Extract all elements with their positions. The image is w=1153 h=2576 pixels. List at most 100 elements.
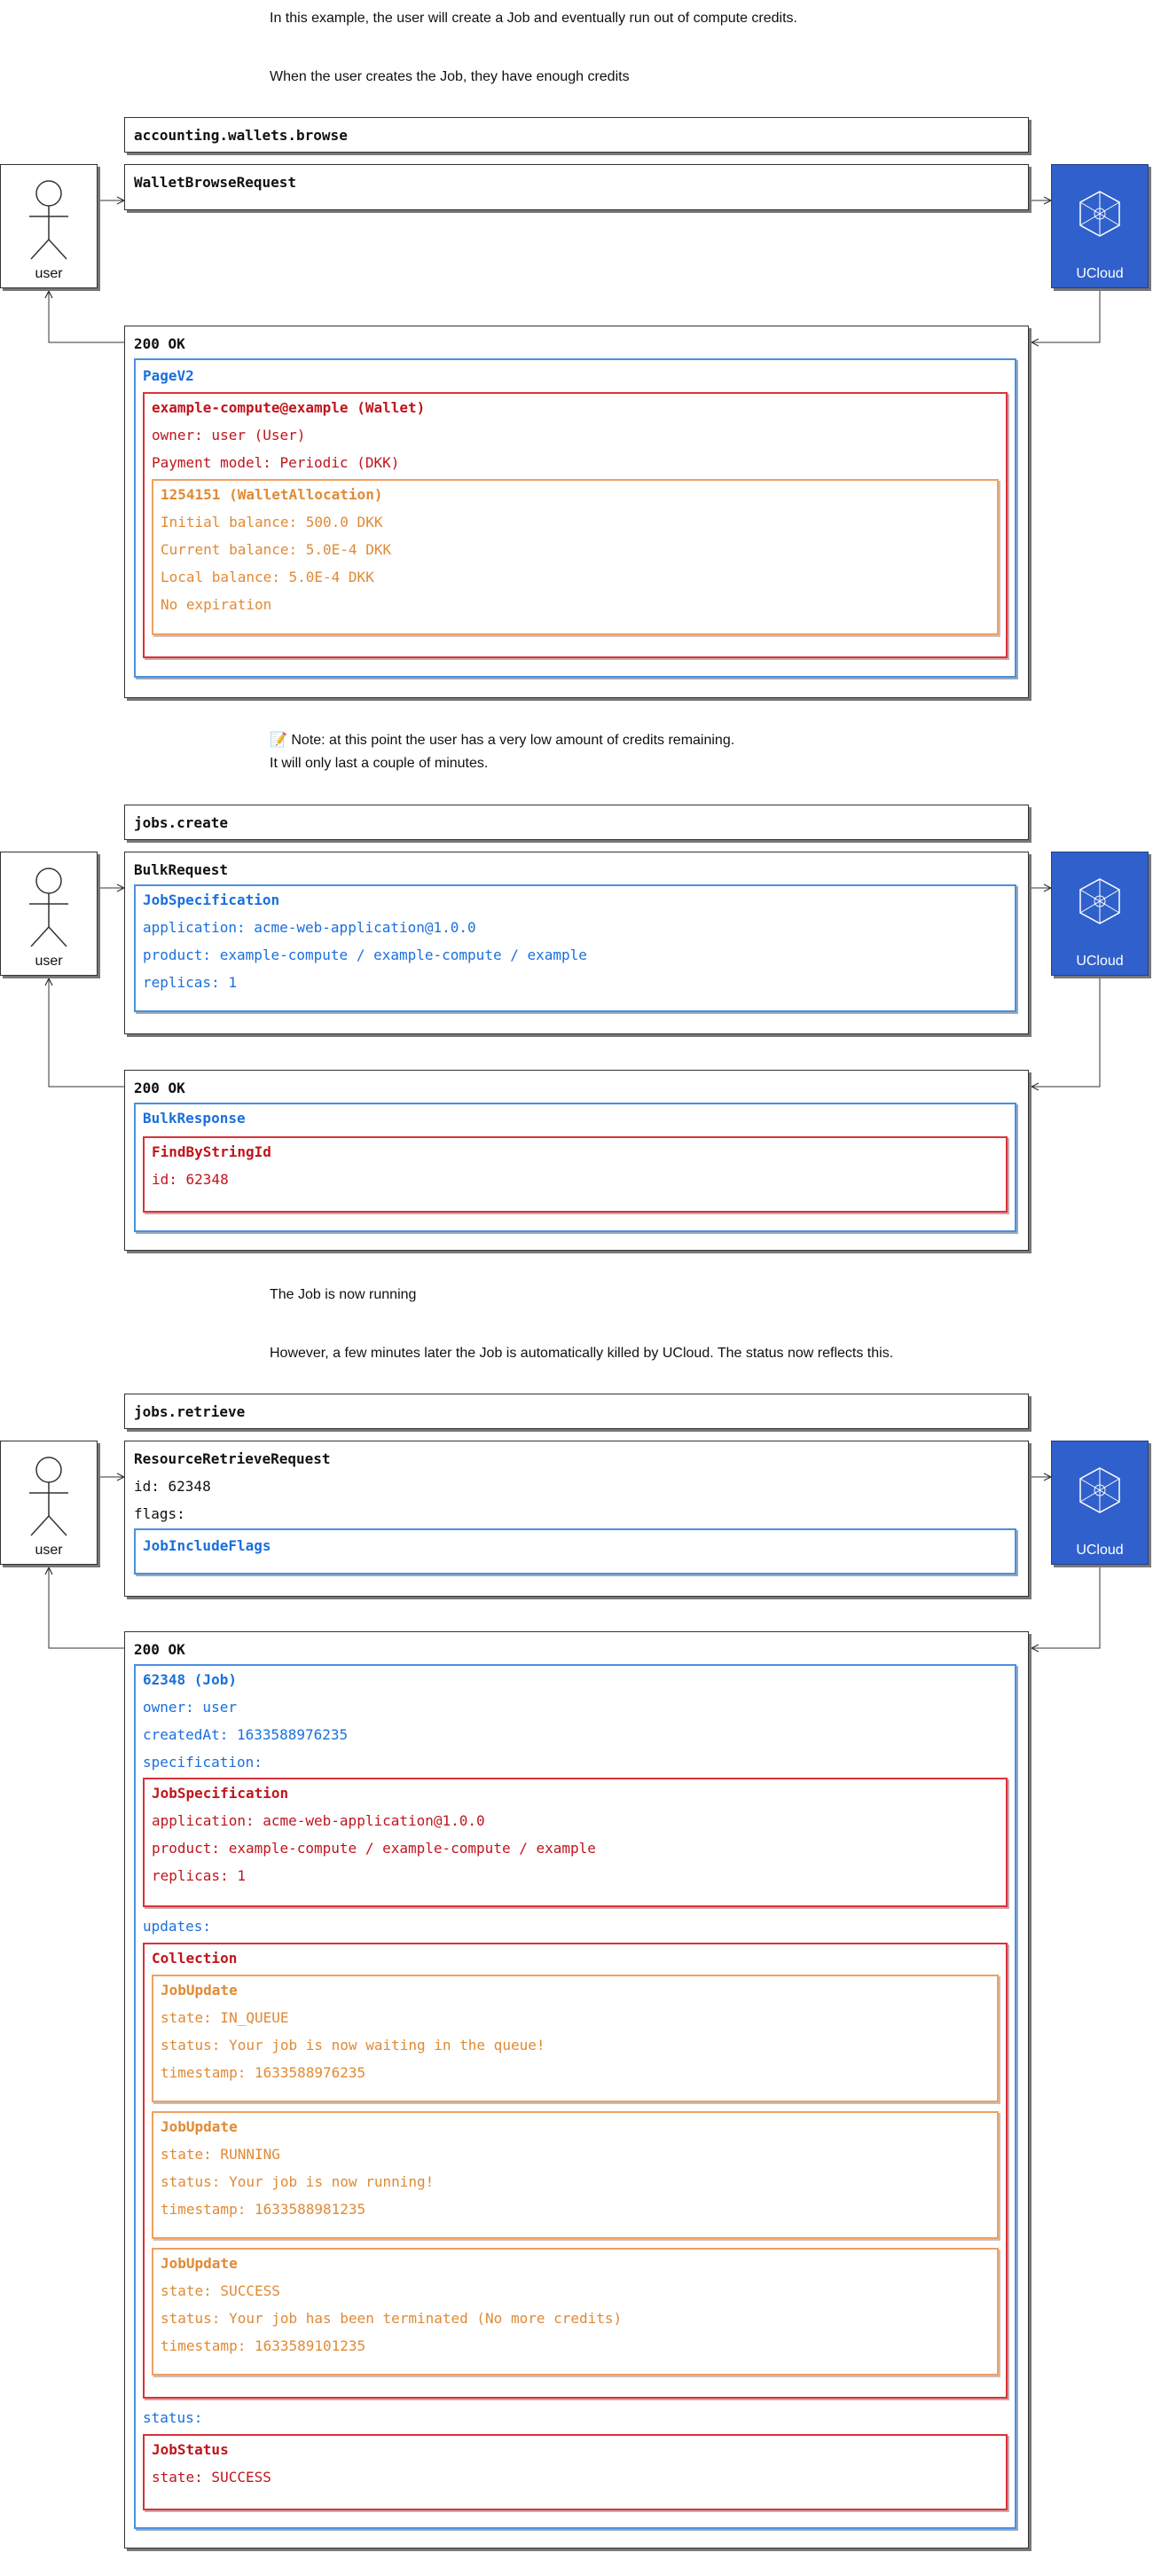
job-updates-label: updates:: [143, 1918, 212, 1935]
status-state: state: SUCCESS: [152, 2469, 271, 2486]
response-arrow-user: [49, 291, 124, 343]
type-title: BulkResponse: [143, 1110, 246, 1127]
actor-label: UCloud: [1076, 266, 1124, 281]
wallet-owner: owner: user (User): [152, 427, 306, 444]
request-box: ResourceRetrieveRequest id: 62348 flags:…: [124, 1441, 1029, 1597]
actor-label: UCloud: [1076, 1543, 1124, 1558]
intro-subtext: When the user creates the Job, they have…: [270, 69, 630, 84]
response-arrow-user: [49, 978, 124, 1088]
request-id: id: 62348: [134, 1478, 211, 1495]
job-update-box: JobUpdate state: SUCCESS status: Your jo…: [152, 2248, 999, 2376]
job-title: 62348 (Job): [143, 1671, 237, 1688]
response-arrow-server: [1031, 977, 1101, 1087]
spec-application: application: acme-web-application@1.0.0: [143, 919, 476, 936]
request-type: BulkRequest: [134, 861, 228, 878]
request-flags-label: flags:: [134, 1505, 185, 1522]
spec-replicas: replicas: 1: [152, 1867, 246, 1884]
actor-label: UCloud: [1076, 954, 1124, 969]
allocation-box: 1254151 (WalletAllocation) Initial balan…: [152, 479, 999, 635]
wallet-title: example-compute@example (Wallet): [152, 399, 426, 416]
note-text: 📝 Note: at this point the user has a ver…: [270, 733, 735, 748]
response-arrow-server: [1031, 288, 1101, 342]
update-state: state: RUNNING: [161, 2146, 280, 2163]
spec-replicas: replicas: 1: [143, 974, 237, 991]
ucloud-actor: UCloud: [1051, 1441, 1149, 1565]
request-box: WalletBrowseRequest: [124, 164, 1029, 210]
call-name: jobs.create: [134, 814, 228, 831]
note-text: However, a few minutes later the Job is …: [270, 1346, 894, 1361]
request-type: ResourceRetrieveRequest: [134, 1450, 331, 1467]
update-title: JobUpdate: [161, 2255, 238, 2272]
spec-application: application: acme-web-application@1.0.0: [152, 1812, 485, 1829]
include-flags-box: JobIncludeFlags: [134, 1528, 1016, 1575]
response-box: 200 OK PageV2 example-compute@example (W…: [124, 326, 1029, 698]
ucloud-logo-icon: [1079, 191, 1120, 237]
response-box: 200 OK BulkResponse FindByStringId id: 6…: [124, 1070, 1029, 1251]
actor-label: user: [35, 1543, 63, 1558]
update-state: state: SUCCESS: [161, 2282, 280, 2299]
spec-product: product: example-compute / example-compu…: [143, 946, 587, 963]
spec-title: JobSpecification: [143, 891, 280, 908]
call-name-box: jobs.create: [124, 805, 1029, 840]
ucloud-logo-icon: [1079, 878, 1120, 924]
find-by-id-box: FindByStringId id: 62348: [143, 1136, 1008, 1213]
job-spec-box: JobSpecification application: acme-web-a…: [134, 884, 1016, 1012]
call-name-box: accounting.wallets.browse: [124, 117, 1029, 153]
response-status: 200 OK: [134, 335, 185, 352]
update-title: JobUpdate: [161, 2118, 238, 2135]
job-status-box: JobStatus state: SUCCESS: [143, 2434, 1008, 2510]
allocation-title: 1254151 (WalletAllocation): [161, 486, 383, 503]
stick-figure-icon: [29, 1457, 68, 1536]
user-actor: user: [0, 852, 98, 976]
job-box: 62348 (Job) owner: user createdAt: 16335…: [134, 1664, 1016, 2529]
allocation-expiration: No expiration: [161, 596, 272, 613]
request-type: WalletBrowseRequest: [134, 174, 297, 191]
job-owner: owner: user: [143, 1699, 237, 1716]
collection-title: Collection: [152, 1950, 238, 1967]
bulk-response-box: BulkResponse FindByStringId id: 62348: [134, 1103, 1016, 1232]
allocation-local-balance: Local balance: 5.0E-4 DKK: [161, 569, 374, 585]
allocation-initial-balance: Initial balance: 500.0 DKK: [161, 514, 383, 530]
ucloud-logo-icon: [1079, 1467, 1120, 1513]
wallet-box: example-compute@example (Wallet) owner: …: [143, 392, 1008, 658]
stick-figure-icon: [29, 180, 68, 260]
collection-box: Collection JobUpdate state: IN_QUEUE sta…: [143, 1943, 1008, 2399]
response-status: 200 OK: [134, 1080, 185, 1096]
job-spec-box: JobSpecification application: acme-web-a…: [143, 1778, 1008, 1907]
ucloud-actor: UCloud: [1051, 852, 1149, 976]
actor-label: user: [35, 954, 63, 969]
update-title: JobUpdate: [161, 1982, 238, 1999]
update-status: status: Your job is now running!: [161, 2173, 435, 2190]
update-timestamp: timestamp: 1633589101235: [161, 2337, 366, 2354]
job-specification-label: specification:: [143, 1754, 263, 1771]
actor-label: user: [35, 266, 63, 281]
spec-title: JobSpecification: [152, 1785, 289, 1802]
call-name-box: jobs.retrieve: [124, 1394, 1029, 1429]
type-title: PageV2: [143, 367, 194, 384]
note-text: It will only last a couple of minutes.: [270, 756, 489, 771]
update-status: status: Your job has been terminated (No…: [161, 2310, 623, 2327]
ucloud-actor: UCloud: [1051, 164, 1149, 288]
stick-figure-icon: [29, 868, 68, 947]
find-title: FindByStringId: [152, 1143, 271, 1160]
response-arrow-server: [1031, 1566, 1101, 1648]
status-title: JobStatus: [152, 2441, 229, 2458]
response-arrow-user: [49, 1567, 124, 1649]
job-created-at: createdAt: 1633588976235: [143, 1726, 349, 1743]
type-title: JobIncludeFlags: [143, 1537, 271, 1554]
update-timestamp: timestamp: 1633588981235: [161, 2201, 366, 2218]
call-name: accounting.wallets.browse: [134, 127, 348, 144]
wallet-payment-model: Payment model: Periodic (DKK): [152, 454, 400, 471]
job-update-box: JobUpdate state: IN_QUEUE status: Your j…: [152, 1975, 999, 2102]
update-state: state: IN_QUEUE: [161, 2009, 289, 2026]
note-text: The Job is now running: [270, 1287, 417, 1302]
user-actor: user: [0, 1441, 98, 1565]
call-name: jobs.retrieve: [134, 1403, 246, 1420]
spec-product: product: example-compute / example-compu…: [152, 1840, 596, 1857]
pagev2-box: PageV2 example-compute@example (Wallet) …: [134, 358, 1016, 678]
intro-text: In this example, the user will create a …: [270, 11, 797, 26]
response-box: 200 OK 62348 (Job) owner: user createdAt…: [124, 1631, 1029, 2549]
job-update-box: JobUpdate state: RUNNING status: Your jo…: [152, 2111, 999, 2239]
update-status: status: Your job is now waiting in the q…: [161, 2037, 545, 2054]
